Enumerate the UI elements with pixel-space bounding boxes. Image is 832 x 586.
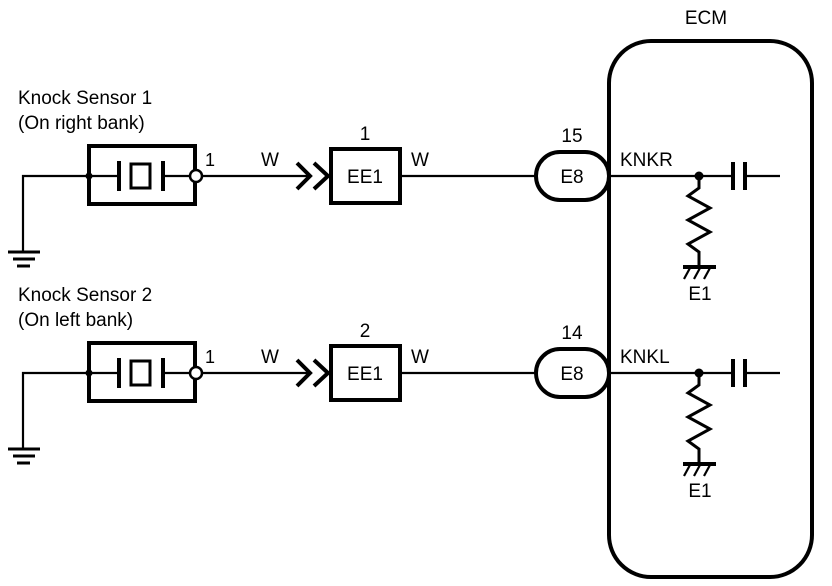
ecm-terminal-label: KNKL (620, 347, 670, 368)
sensor-name-label: Knock Sensor 1 (18, 88, 152, 109)
ee1-connector: EE1 (329, 147, 402, 205)
capacitor-icon (731, 162, 780, 190)
ecm-outline (607, 39, 814, 579)
capacitor-icon (731, 359, 780, 387)
signal-ground-icon (683, 462, 716, 477)
sensor-terminal-icon (188, 168, 204, 184)
signal-ground-icon (683, 265, 716, 280)
ecm-pin-label: 14 (561, 323, 583, 344)
piezo-element-icon (89, 161, 190, 191)
wire-color-label: W (261, 347, 279, 368)
resistor-icon (684, 176, 714, 266)
ground-label: E1 (688, 284, 711, 305)
connector-name-label: EE1 (347, 364, 383, 385)
sensor-location-label: (On right bank) (18, 113, 145, 134)
connector-pin-label: 2 (360, 321, 371, 342)
connector-name-label: EE1 (347, 167, 383, 188)
ecm-connector-label: E8 (560, 364, 583, 385)
ecm-pin-label: 15 (561, 126, 582, 147)
resistor-icon (684, 373, 714, 463)
connector-chevron-icon (295, 161, 331, 191)
ground-label: E1 (688, 481, 711, 502)
wire-color-label: W (261, 150, 279, 171)
knock-sensor-component (85, 144, 204, 206)
knock-sensor-component (85, 341, 204, 403)
e8-connector: E8 (534, 347, 611, 399)
sensor-name-label: Knock Sensor 2 (18, 285, 152, 306)
sensor-pin-label: 1 (205, 150, 215, 170)
piezo-element-icon (89, 358, 190, 388)
ecm-block: ECM (607, 8, 814, 579)
sensor-location-label: (On left bank) (18, 310, 133, 331)
connector-chevron-icon (295, 358, 331, 388)
circuit-row-2: Knock Sensor 2 (On left bank) 1 W EE1 2W E8 14K… (8, 285, 780, 502)
connector-pin-label: 1 (360, 124, 371, 145)
ecm-terminal-label: KNKR (620, 150, 673, 171)
sensor-terminal-icon (188, 365, 204, 381)
ee1-connector: EE1 (329, 344, 402, 402)
e8-connector: E8 (534, 150, 611, 202)
wire-color-label: W (411, 150, 429, 171)
chassis-ground-icon (8, 174, 88, 268)
ecm-label: ECM (685, 8, 727, 29)
ecm-connector-label: E8 (560, 167, 583, 188)
chassis-ground-icon (8, 371, 88, 465)
wire-color-label: W (411, 347, 429, 368)
sensor-pin-label: 1 (205, 347, 215, 367)
